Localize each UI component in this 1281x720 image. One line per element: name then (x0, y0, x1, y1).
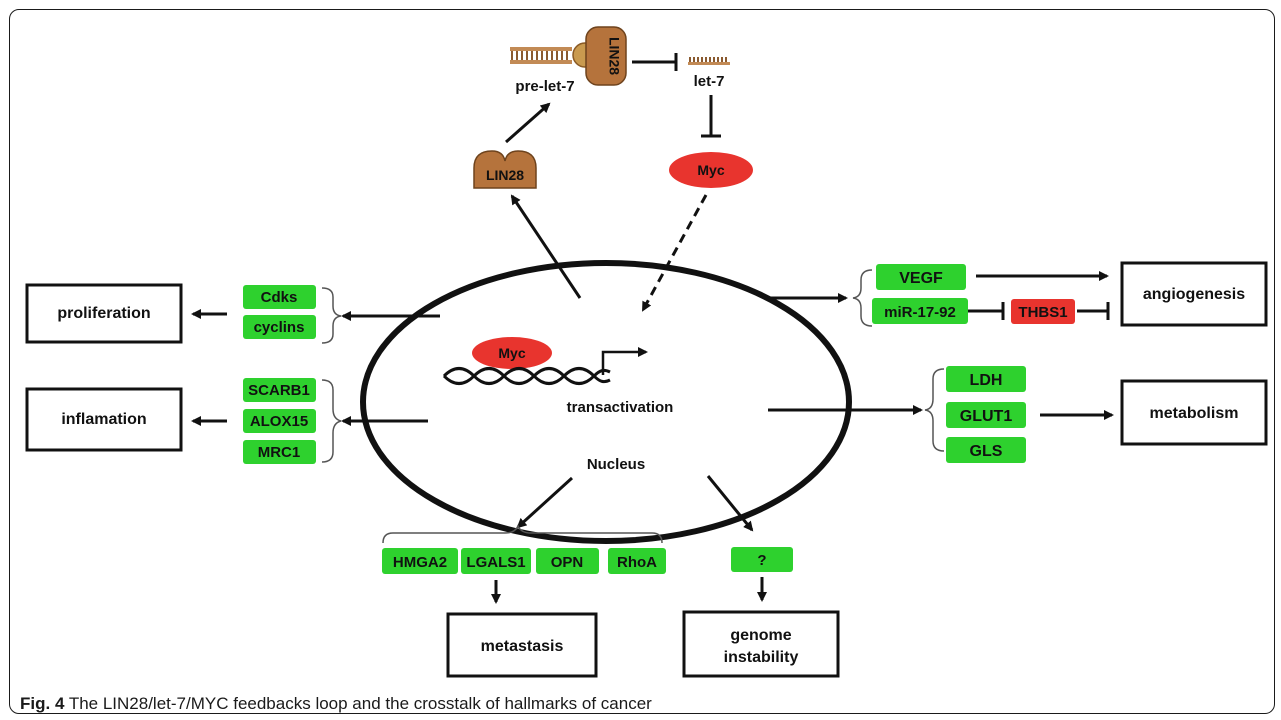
outcome-label-metabolism: metabolism (1150, 405, 1239, 422)
gene-box-gls (946, 437, 1026, 463)
outcome-box-metastasis (446, 612, 598, 678)
myc-top-oval (669, 152, 753, 188)
outcome-box-proliferation (25, 283, 183, 344)
outcome-label-angiogenesis: angiogenesis (1143, 286, 1245, 303)
arrow-nucleus-metastasis-genes (516, 476, 574, 529)
gene-label-gls: GLS (970, 443, 1003, 460)
dashed-arrow-myc-nucleus (641, 194, 708, 312)
brace-metabolism (924, 368, 945, 452)
outcome-label-proliferation: proliferation (57, 305, 150, 322)
outcome-label-inflammation: inflamation (61, 411, 146, 428)
gene-label-alox15: ALOX15 (250, 413, 308, 430)
myc-nucleus-oval (472, 337, 552, 369)
lin28-bound-protein-icon: LIN28 (585, 26, 627, 86)
outcome-box-metabolism (1120, 379, 1268, 446)
lin28-free-protein-icon (473, 150, 537, 189)
outcome-label-genome-line2: instability (724, 649, 799, 666)
gene-box-ldh (946, 366, 1026, 392)
figure-frame (9, 9, 1275, 714)
gene-box-cdks (243, 285, 316, 309)
gene-box-unknown (731, 547, 793, 572)
transactivation-label: transactivation (567, 399, 674, 416)
gene-label-thbs1: THBS1 (1018, 304, 1067, 321)
gene-label-cyclins: cyclins (254, 319, 305, 336)
gene-box-lgals1 (461, 548, 531, 574)
outcome-box-inflammation (25, 387, 183, 452)
lin28-bound-label: LIN28 (606, 37, 622, 75)
gene-box-mir17-92 (872, 298, 968, 324)
gene-label-opn: OPN (551, 554, 584, 571)
figure-caption: Fig. 4 The LIN28/let-7/MYC feedbacks loo… (20, 694, 652, 714)
outcome-box-angiogenesis (1120, 261, 1268, 327)
figure-caption-prefix: Fig. 4 (20, 694, 65, 713)
outcome-label-genome-line1: genome (730, 627, 791, 644)
gene-label-cdks: Cdks (261, 289, 298, 306)
gene-box-mrc1 (243, 440, 316, 464)
nucleus-label: Nucleus (587, 456, 645, 473)
outcome-box-genome-instability (682, 610, 840, 678)
gene-label-rhoa: RhoA (617, 554, 657, 571)
gene-box-vegf (876, 264, 966, 290)
myc-top-label: Myc (697, 162, 724, 178)
gene-label-mrc1: MRC1 (258, 444, 301, 461)
gene-label-glut1: GLUT1 (960, 408, 1013, 425)
gene-box-hmga2 (382, 548, 458, 574)
let7-label: let-7 (694, 73, 725, 90)
gene-box-glut1 (946, 402, 1026, 428)
gene-box-opn (536, 548, 599, 574)
nucleus-ellipse (360, 260, 852, 544)
pre-let7-label: pre-let-7 (515, 78, 574, 95)
gene-box-thbs1 (1011, 299, 1075, 324)
gene-box-cyclins (243, 315, 316, 339)
brace-proliferation (321, 287, 342, 344)
gene-label-scarb1: SCARB1 (248, 382, 310, 399)
arrow-nucleus-lin28 (510, 194, 582, 299)
gene-label-vegf: VEGF (899, 270, 943, 287)
gene-label-mir17-92: miR-17-92 (884, 304, 956, 321)
gene-label-unknown: ? (757, 552, 766, 569)
gene-box-alox15 (243, 409, 316, 433)
arrow-lin28-prelet7 (505, 102, 551, 144)
gene-label-lgals1: LGALS1 (466, 554, 525, 571)
pre-let7-rna-icon (510, 47, 572, 64)
gene-label-ldh: LDH (970, 372, 1003, 389)
dna-helix-icon (442, 367, 611, 385)
myc-nucleus-label: Myc (498, 345, 525, 361)
gene-box-scarb1 (243, 378, 316, 402)
outcome-label-metastasis: metastasis (481, 638, 564, 655)
brace-angiogenesis (852, 269, 873, 327)
lin28-free-label: LIN28 (486, 167, 524, 183)
transcription-start-arrow (601, 347, 648, 375)
gene-box-rhoa (608, 548, 666, 574)
figure-caption-text: The LIN28/let-7/MYC feedbacks loop and t… (64, 694, 652, 713)
brace-inflammation (321, 379, 342, 463)
arrow-nucleus-genome (706, 475, 754, 532)
brace-metastasis (382, 524, 663, 544)
gene-label-hmga2: HMGA2 (393, 554, 447, 571)
let7-rna-icon (688, 57, 730, 65)
